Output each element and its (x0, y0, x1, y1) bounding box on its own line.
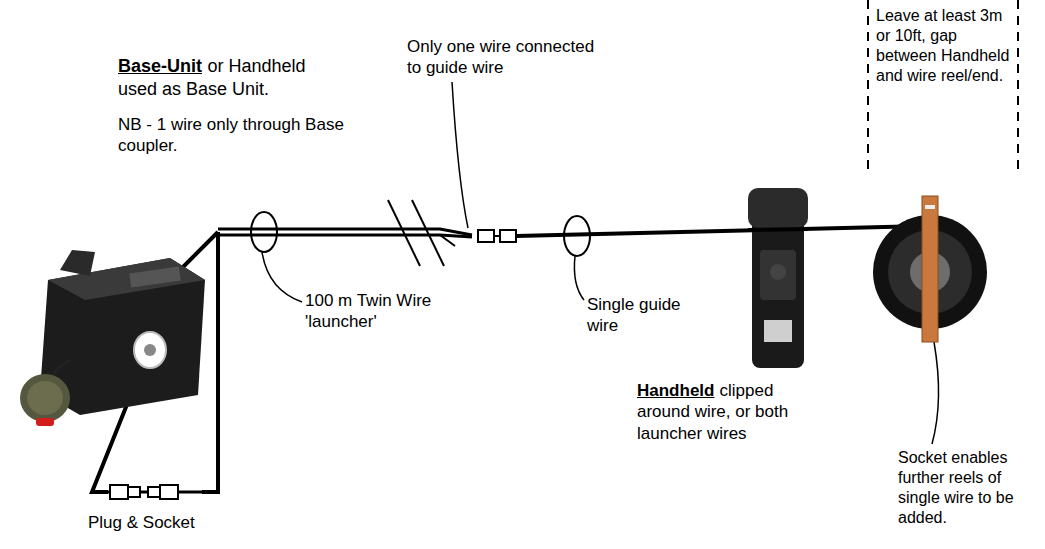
break-mark (388, 200, 420, 266)
part-label: Plug & Socket (88, 512, 248, 533)
label-text: NB - 1 wire only through Base coupler. (118, 115, 344, 155)
wire (202, 232, 218, 492)
base-unit (20, 250, 205, 426)
handheld-label: Handheldclipped around wire, or both lau… (637, 380, 827, 444)
label-text: 100 m Twin Wire 'launcher' (305, 291, 431, 331)
label-text: Plug & Socket (88, 513, 195, 532)
guide-wire (516, 226, 925, 236)
wire-connector (478, 230, 516, 242)
label-text: Socket enables further reels of single w… (898, 449, 1014, 526)
wire (182, 232, 218, 268)
callout-text: Socket enables further reels of single w… (898, 448, 1038, 528)
heading-text: Base-Unit (118, 56, 202, 76)
base-unit-label: Base-Unitor Handheld used as Base Unit. (118, 55, 323, 100)
guide-wire (748, 229, 808, 230)
label-text: Single guide wire (587, 295, 681, 335)
callout-ring (564, 216, 590, 256)
plug-socket (92, 485, 202, 499)
handheld-unit (748, 188, 808, 368)
label-text: Only one wire connected to guide wire (407, 37, 594, 77)
gap-marker (867, 0, 869, 172)
leader-line (574, 256, 584, 300)
heading-text: Handheld (637, 381, 714, 400)
leader-line (262, 252, 302, 302)
label-text: Leave at least 3m or 10ft, gap between H… (876, 7, 1009, 84)
note-text: NB - 1 wire only through Base coupler. (118, 114, 406, 157)
leader-line (452, 82, 468, 228)
callout-text: Only one wire connected to guide wire (407, 36, 607, 79)
leader-line (932, 342, 939, 444)
callout-text: Single guide wire (587, 294, 707, 337)
break-mark (412, 200, 444, 266)
gap-marker (1017, 0, 1019, 172)
callout-text: 100 m Twin Wire 'launcher' (305, 290, 455, 333)
callout-ring (251, 212, 277, 252)
wire-reel (873, 196, 987, 342)
note-text: Leave at least 3m or 10ft, gap between H… (876, 6, 1014, 86)
